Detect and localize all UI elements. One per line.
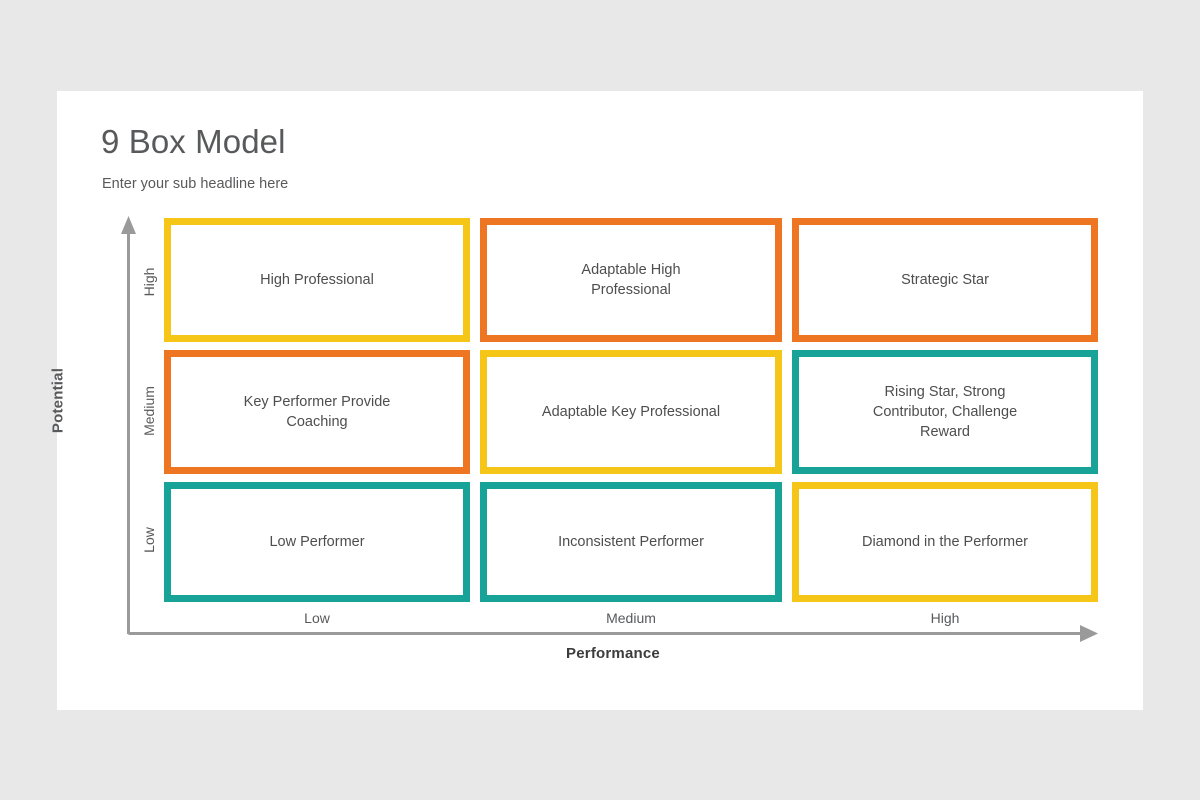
page-subtitle: Enter your sub headline here — [102, 176, 289, 192]
y-axis-tick-high: High — [141, 267, 157, 297]
y-axis-title: Potential — [49, 367, 67, 434]
grid-cell-label: High Professional — [260, 272, 374, 288]
grid-cell-label: Low Performer — [269, 534, 365, 550]
grid-cell-high-potential-medium-performance[interactable]: Adaptable High Professional — [480, 218, 782, 342]
grid-cell-label: Adaptable High Professional — [581, 262, 681, 298]
grid-cell-high-potential-low-performance[interactable]: High Professional — [164, 218, 470, 342]
x-axis-tick-low: Low — [304, 610, 330, 626]
grid-cell-label: Rising Star, Strong Contributor, Challen… — [872, 384, 1018, 440]
x-axis-tick-high: High — [930, 610, 960, 626]
nine-box-grid: High Professional Adaptable High Profess… — [164, 218, 1098, 602]
page-title: 9 Box Model — [101, 123, 286, 160]
grid-cell-label: Inconsistent Performer — [558, 534, 704, 550]
grid-cell-medium-potential-low-performance[interactable]: Key Performer Provide Coaching — [164, 350, 470, 474]
y-axis-tick-low: Low — [141, 527, 157, 553]
y-axis-tick-medium: Medium — [141, 386, 157, 436]
grid-cell-label: Diamond in the Performer — [861, 534, 1028, 550]
grid-cell-medium-potential-high-performance[interactable]: Rising Star, Strong Contributor, Challen… — [792, 350, 1098, 474]
grid-cell-high-potential-high-performance[interactable]: Strategic Star — [792, 218, 1098, 342]
grid-cell-label: Key Performer Provide Coaching — [243, 394, 391, 430]
grid-cell-medium-potential-medium-performance[interactable]: Adaptable Key Professional — [480, 350, 782, 474]
grid-cell-low-potential-high-performance[interactable]: Diamond in the Performer — [792, 482, 1098, 602]
x-axis-title: Performance — [566, 645, 660, 662]
grid-cell-low-potential-low-performance[interactable]: Low Performer — [164, 482, 470, 602]
x-axis-tick-medium: Medium — [606, 610, 656, 626]
grid-cell-label: Strategic Star — [901, 272, 989, 288]
grid-cell-label: Adaptable Key Professional — [541, 404, 721, 420]
grid-cell-low-potential-medium-performance[interactable]: Inconsistent Performer — [480, 482, 782, 602]
